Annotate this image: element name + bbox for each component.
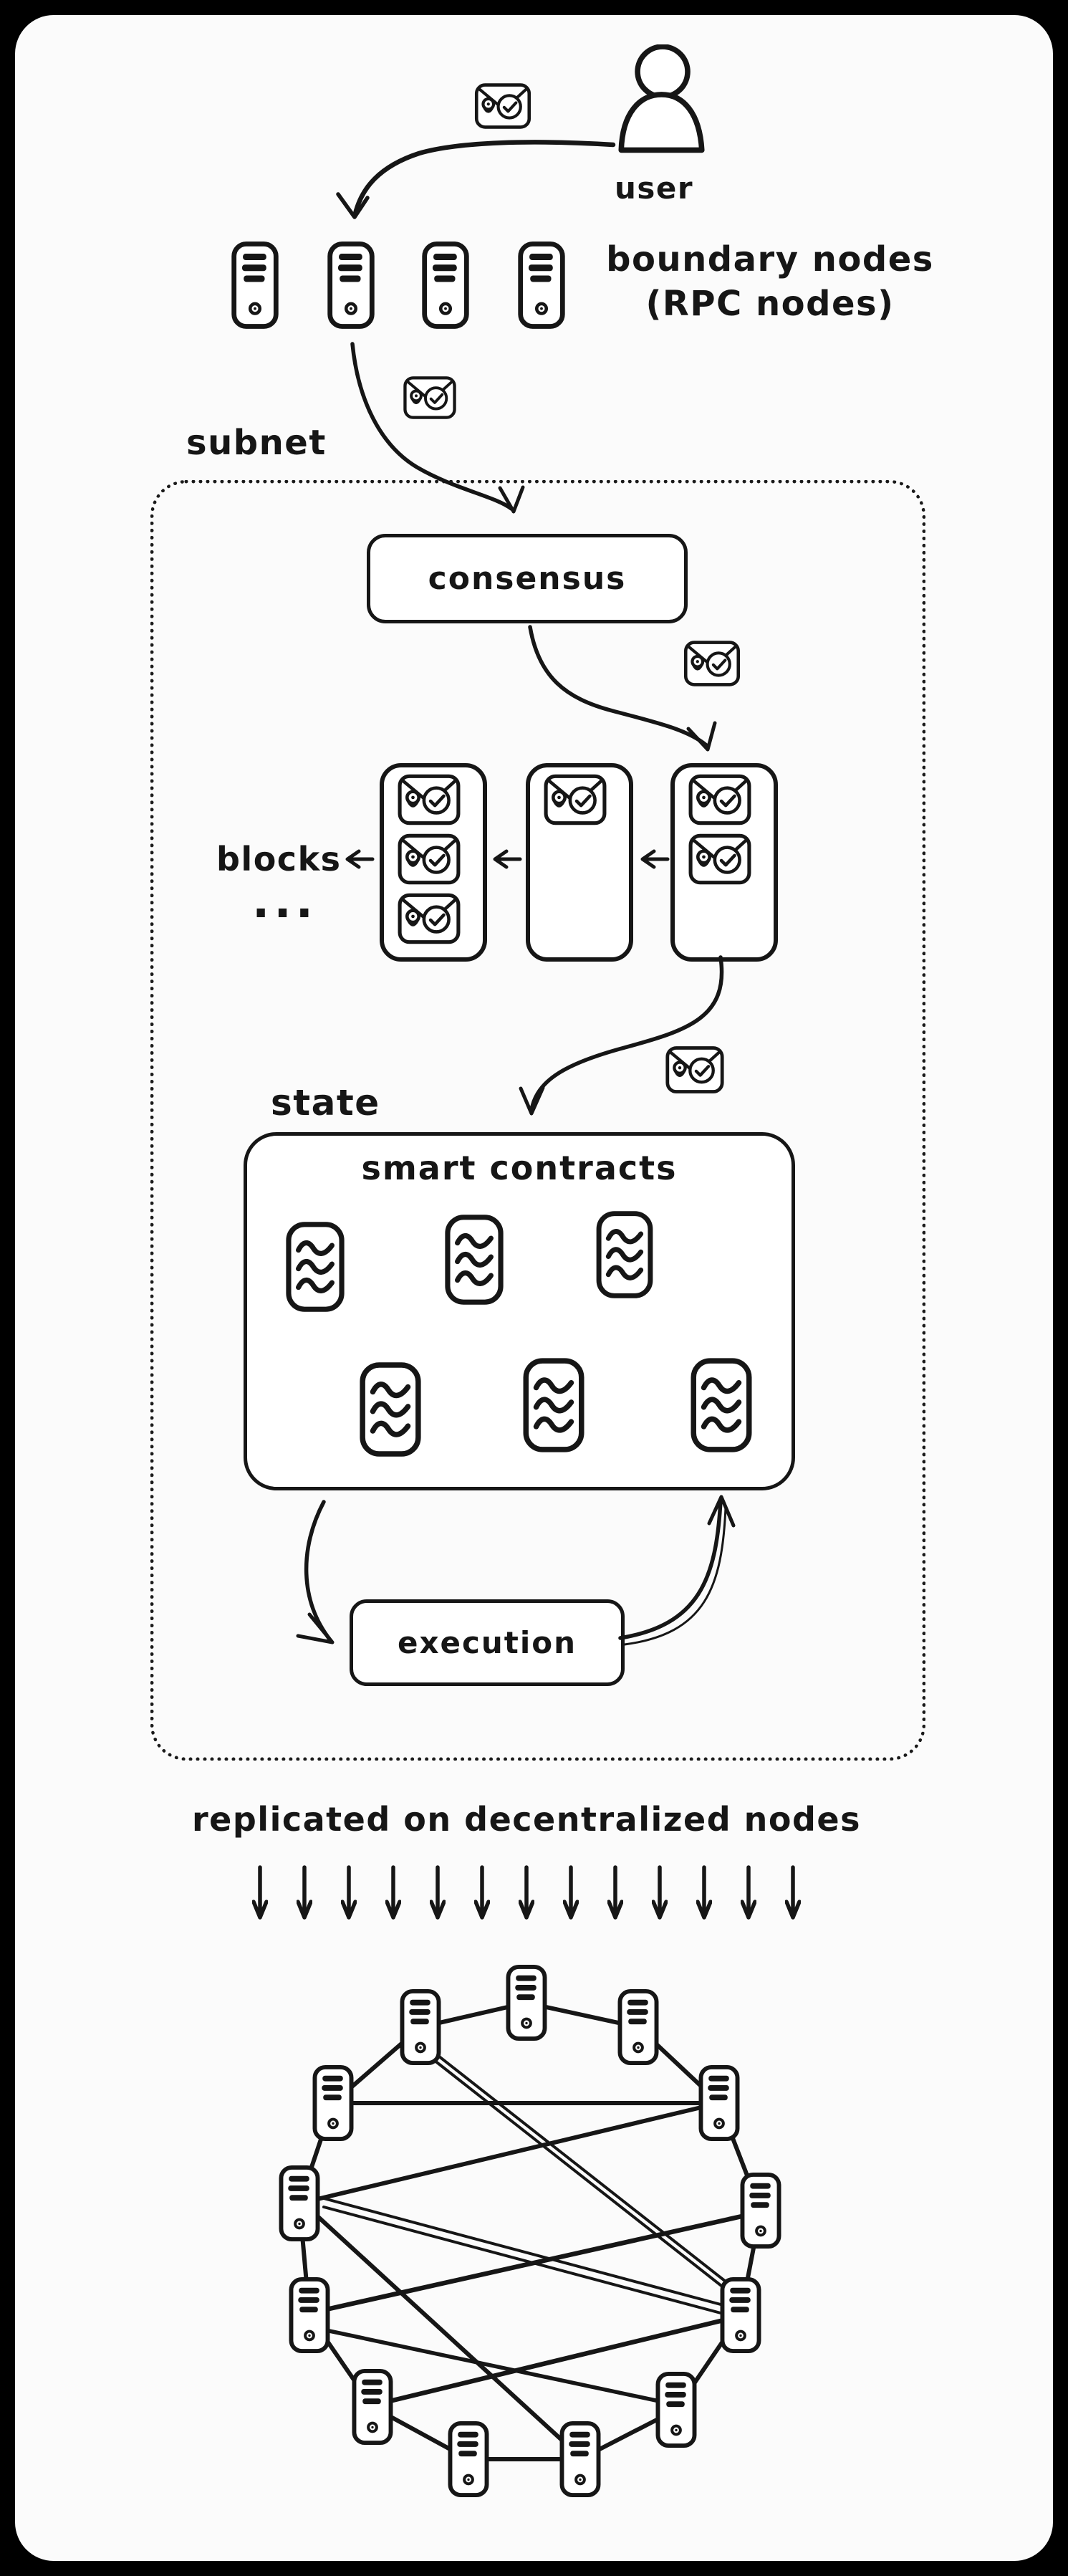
contract-icon [599,1214,650,1296]
blocks-ellipsis: ... [252,876,317,929]
message-icon-ingress [405,378,454,417]
arrow-state-to-execution [304,1500,333,1643]
message-icon-block [546,776,605,823]
server-icon [354,2371,390,2443]
down-arrow-icon [785,1865,801,1920]
state-label: state [271,1082,380,1124]
server-icon [450,2423,486,2495]
server-icon [658,2374,694,2446]
arrow-consensus-to-blocks [528,625,708,747]
down-arrow-icon [652,1865,668,1920]
down-arrow-icon [474,1865,490,1920]
server-icon [330,244,372,327]
subnet-label: subnet [186,423,327,463]
message-icon-block [400,776,458,823]
server-icon [742,2175,779,2246]
block-left-arrow-3 [640,849,670,869]
network-graph [281,1967,779,2495]
message-icon-block [691,835,749,882]
server-icon [521,244,563,327]
down-arrow-icon [741,1865,756,1920]
block-messages-3 [691,776,749,882]
down-arrow-icon [563,1865,579,1920]
user-label: user [615,171,694,206]
down-arrow-icon [696,1865,712,1920]
block-rect-2 [526,763,633,962]
message-icon-block [400,835,458,882]
contract-icon [362,1365,418,1454]
server-icon [314,2067,351,2139]
flow-arrows [296,140,736,1646]
contract-icon [693,1361,749,1450]
server-icon [402,1991,438,2063]
rpc-nodes-label: (RPC nodes) [645,284,895,324]
message-icon-user [476,85,529,128]
boundary-node-icons [234,244,563,327]
arrow-blocks-to-state [529,955,724,1113]
server-icon [234,244,276,327]
block-left-arrow-2 [493,849,522,869]
server-icon [281,2168,317,2239]
down-arrow-icon [607,1865,623,1920]
server-icon [425,244,467,327]
server-icon [508,1967,544,2039]
block-messages-2 [546,776,605,823]
blocks-label: blocks [216,840,342,878]
execution-box: execution [350,1599,625,1686]
network-nodes [281,1967,779,2495]
message-icon-state [668,1048,722,1091]
consensus-label: consensus [428,560,627,597]
subnet-dotted-box [150,480,925,1761]
server-icon [701,2067,737,2139]
replication-arrows [252,1864,801,1933]
message-icon-block [400,895,458,942]
down-arrow-icon [297,1865,312,1920]
contract-icons [289,1214,749,1454]
server-icon [620,1991,656,2063]
message-icon-consensus [685,643,739,685]
execution-label: execution [397,1625,577,1660]
block-messages-1 [400,776,458,942]
user-icon [621,47,701,150]
contract-icon [526,1361,582,1450]
block-left-arrow-1 [345,849,375,869]
down-arrow-icon [519,1865,534,1920]
boundary-nodes-label: boundary nodes [606,239,934,279]
message-icon-block [691,776,749,823]
down-arrow-icon [430,1865,446,1920]
contract-icon [289,1225,342,1309]
arrow-execution-to-state [618,1498,723,1640]
server-icon [722,2279,759,2351]
arrow-user-to-boundary [352,140,616,216]
server-icon [291,2279,327,2351]
down-arrow-icon [252,1865,268,1920]
down-arrow-icon [385,1865,401,1920]
contract-icon [448,1217,501,1302]
smart-contracts-label: smart contracts [361,1149,678,1187]
consensus-box: consensus [367,534,688,623]
replication-caption: replicated on decentralized nodes [191,1800,861,1839]
down-arrow-icon [341,1865,357,1920]
server-icon [562,2423,598,2495]
arrow-boundary-to-consensus [350,342,514,511]
